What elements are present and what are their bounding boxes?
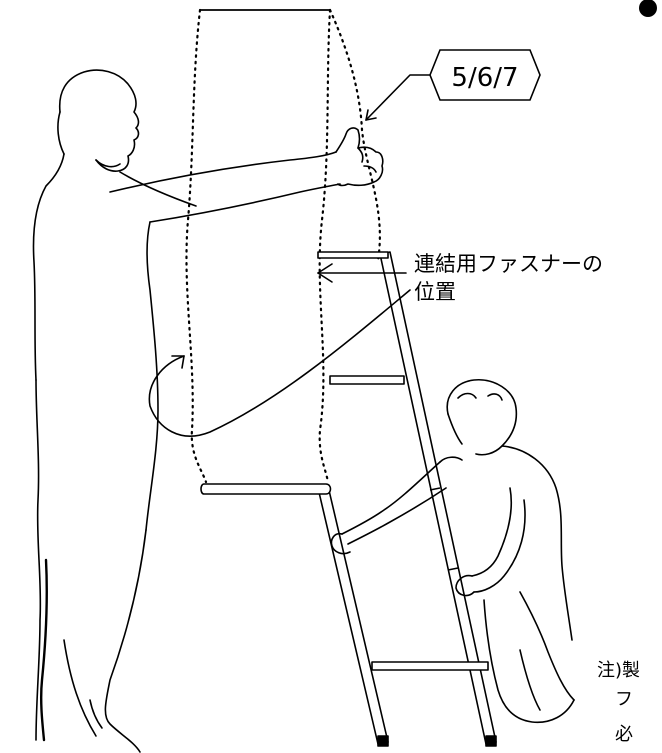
fastener-annotation-line2: 位置 [414, 280, 456, 304]
fastener-arrows [148, 263, 411, 437]
callout-leader [365, 74, 431, 121]
frame-ladder [200, 251, 497, 747]
footnote-line2: フ [597, 689, 633, 710]
callout-tag-shape [429, 49, 541, 101]
footnote-line3: 必 [597, 724, 633, 745]
dotted-tube-outline [185, 8, 381, 484]
footnote-line1: 注)製 [597, 660, 640, 681]
crouching-person-figure [330, 379, 575, 724]
standing-person-figure [32, 69, 384, 753]
callout-tag-label: 5/6/7 [451, 63, 518, 93]
fastener-annotation-line1: 連結用ファスナーの [414, 252, 603, 276]
bullet-mark [639, 0, 657, 17]
